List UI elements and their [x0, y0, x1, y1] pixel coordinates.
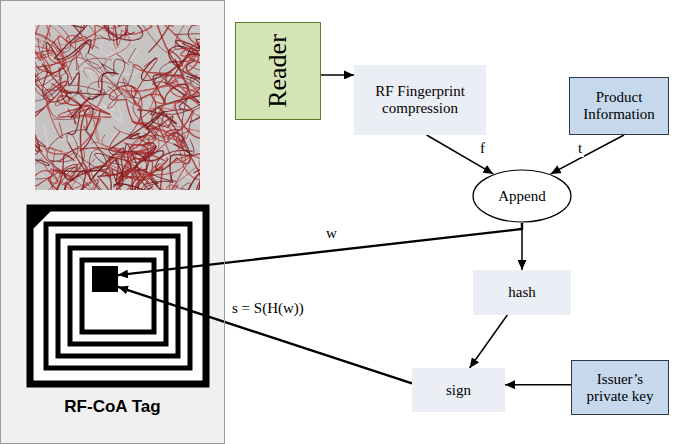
edge-label: w: [324, 225, 339, 242]
fiber-strand: [35, 164, 77, 190]
connector-arrow: [521, 223, 523, 270]
fiber-strand: [104, 25, 143, 40]
coil-frame: [30, 208, 206, 384]
connector-arrow: [470, 315, 508, 368]
node-label: Issuer’s private key: [576, 371, 664, 405]
ellipse-shape: [473, 170, 571, 222]
fiber-strand: [138, 25, 173, 53]
fiber-strand: [133, 140, 186, 190]
fiber-strand: [139, 108, 164, 147]
node-label: Product Information: [574, 89, 664, 123]
connector-arrow: [321, 74, 354, 76]
coil-turn: [58, 236, 178, 356]
append-ellipse: Append: [472, 169, 572, 223]
process-box: RF Fingerprint compression: [354, 65, 486, 135]
reader-label: Reader: [263, 34, 293, 108]
fiber-strand: [132, 179, 167, 190]
fiber-texture: [109, 52, 114, 54]
fiber-strand: [76, 57, 137, 97]
fiber-strand: [125, 25, 186, 45]
edge-label: t: [576, 140, 584, 157]
connector-arrow: [551, 135, 624, 174]
fiber-strand: [86, 54, 134, 100]
fiber-texture: [116, 98, 122, 123]
fiber-strand: [35, 64, 65, 102]
fiber-strand: [35, 108, 44, 145]
tag-chip: [92, 266, 118, 292]
coil-corner: [30, 208, 54, 232]
fiber-strand: [35, 133, 78, 178]
fiber-strand: [35, 25, 53, 60]
fiber-strand: [142, 25, 174, 26]
tag-title: RF-CoA Tag: [1, 397, 224, 417]
fiber-strand: [106, 25, 150, 35]
fiber-strand: [200, 114, 201, 172]
fiber-strand: [61, 25, 95, 36]
fiber-strand: [170, 72, 200, 103]
connector-arrow: [505, 384, 571, 386]
fiber-strand: [148, 85, 200, 111]
fiber-strand: [35, 35, 61, 63]
fiber-strand: [35, 46, 40, 77]
connector-arrow: [118, 223, 522, 275]
fiber-image: [35, 25, 200, 190]
fiber-strand: [110, 111, 164, 149]
connector-arrow: [118, 287, 412, 384]
node-label: sign: [446, 382, 471, 399]
fiber-strand: [35, 135, 46, 159]
fiber-texture: [69, 59, 94, 82]
rfid-coil: [30, 208, 206, 384]
coil-turn: [46, 224, 190, 368]
tag-panel: RF-CoA Tag: [0, 0, 225, 444]
process-box: hash: [473, 270, 571, 315]
fiber-strand: [140, 94, 173, 129]
reader-box: Reader: [235, 22, 321, 120]
edge-label: f: [478, 140, 487, 157]
fiber-strand: [181, 37, 200, 73]
edge-label: s = S(H(w)): [230, 300, 306, 317]
fiber-strand: [35, 25, 66, 65]
connector-arrow: [427, 135, 494, 174]
fiber-texture: [112, 46, 120, 52]
node-label: RF Fingerprint compression: [359, 83, 481, 117]
fiber-strand: [190, 80, 200, 121]
node-label: hash: [508, 284, 536, 301]
fiber-strand: [152, 76, 200, 110]
fiber-strand: [108, 25, 130, 60]
input-box: Product Information: [569, 77, 669, 135]
coil-turn: [70, 248, 166, 344]
fiber-strand: [55, 85, 115, 106]
fiber-strand: [38, 35, 110, 76]
process-box: sign: [412, 368, 505, 412]
fiber-strand: [123, 48, 159, 98]
input-box: Issuer’s private key: [571, 360, 669, 415]
fiber-strand: [154, 174, 200, 190]
fiber-strand: [175, 25, 200, 51]
fiber-strand: [35, 25, 71, 52]
fiber-strand: [71, 72, 118, 117]
fiber-strand: [98, 59, 128, 88]
fiber-strand: [66, 93, 107, 135]
node-label: Append: [498, 188, 546, 205]
